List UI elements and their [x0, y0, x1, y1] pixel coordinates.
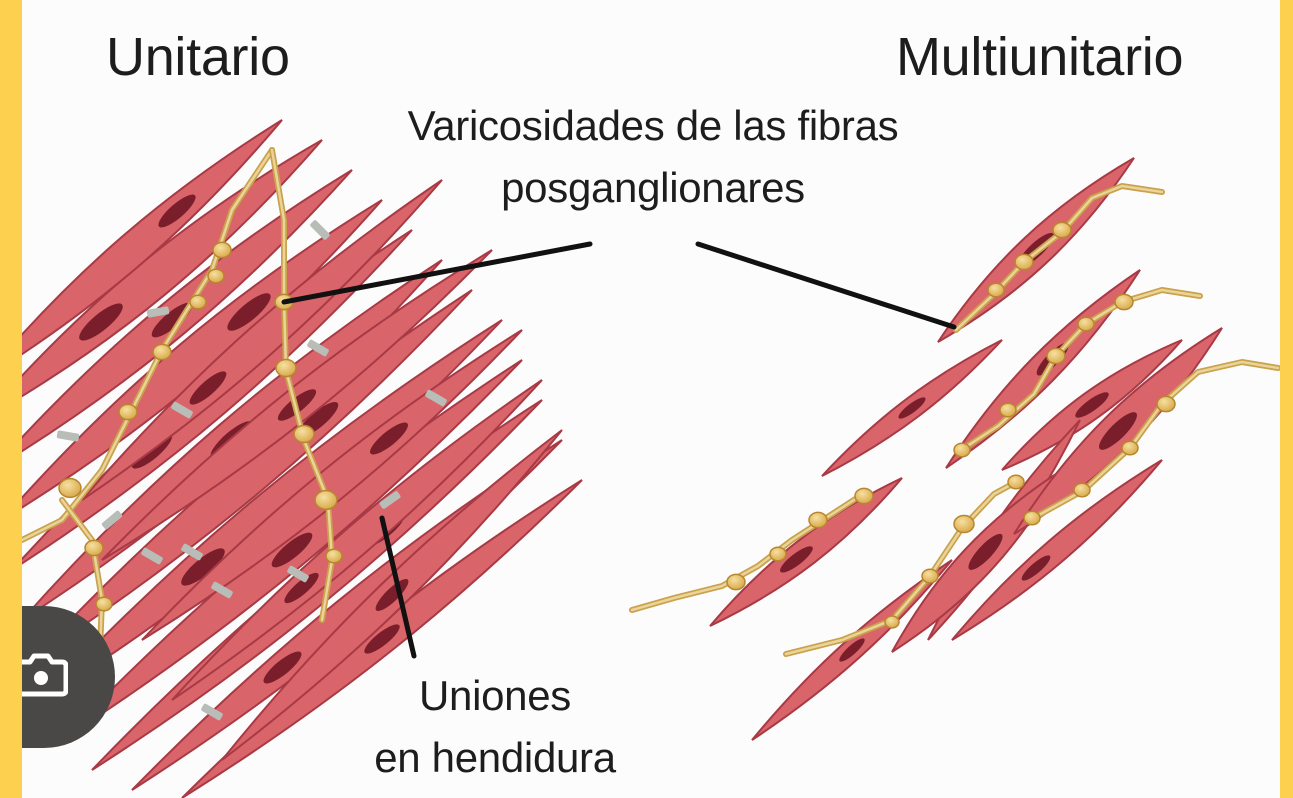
camera-icon: [22, 648, 68, 698]
varicosity: [326, 549, 342, 563]
varicosity: [276, 360, 296, 377]
varicosity: [1157, 396, 1175, 411]
varicosity: [1053, 222, 1071, 237]
varicosity: [190, 295, 206, 309]
varicosity: [1000, 403, 1016, 417]
varicosity: [153, 344, 171, 359]
varicosity: [96, 597, 112, 611]
varicosities-label-line2: posganglionares: [348, 164, 958, 212]
gap-junctions-label-line2: en hendidura: [320, 734, 670, 782]
varicosity: [1047, 348, 1065, 363]
varicosity: [1078, 317, 1094, 331]
varicosity: [809, 512, 827, 527]
varicosity: [1015, 254, 1033, 269]
varicosity: [954, 443, 970, 457]
varicosity: [954, 516, 974, 533]
multiunit-muscle-group: [632, 158, 1278, 740]
varicosity: [727, 574, 745, 589]
varicosity: [208, 269, 224, 283]
varicosity: [855, 488, 873, 503]
varicosity: [885, 616, 899, 628]
varicosity: [922, 569, 938, 583]
figure-frame: Unitario Multiunitario Varicosidades de …: [22, 0, 1280, 798]
gap-junction: [56, 430, 79, 442]
unitary-title: Unitario: [106, 26, 290, 88]
varicosity: [1122, 441, 1138, 455]
gap-junctions-label-line1: Uniones: [340, 672, 650, 720]
varicosity: [59, 479, 81, 498]
varicosity: [1074, 483, 1090, 497]
varicosity: [1024, 511, 1040, 525]
multiunit-title: Multiunitario: [896, 26, 1183, 88]
varicosity: [988, 283, 1004, 297]
varicosity: [119, 404, 137, 419]
varicosities-label-line1: Varicosidades de las fibras: [348, 102, 958, 150]
varicosity: [1008, 475, 1024, 489]
varicosity-callout-right: [698, 244, 954, 327]
varicosity: [213, 242, 231, 257]
varicosity: [1115, 294, 1133, 309]
varicosity: [294, 426, 314, 443]
gap-junction: [309, 219, 330, 240]
varicosity: [315, 491, 337, 510]
varicosity: [770, 547, 786, 561]
varicosity: [85, 540, 103, 555]
